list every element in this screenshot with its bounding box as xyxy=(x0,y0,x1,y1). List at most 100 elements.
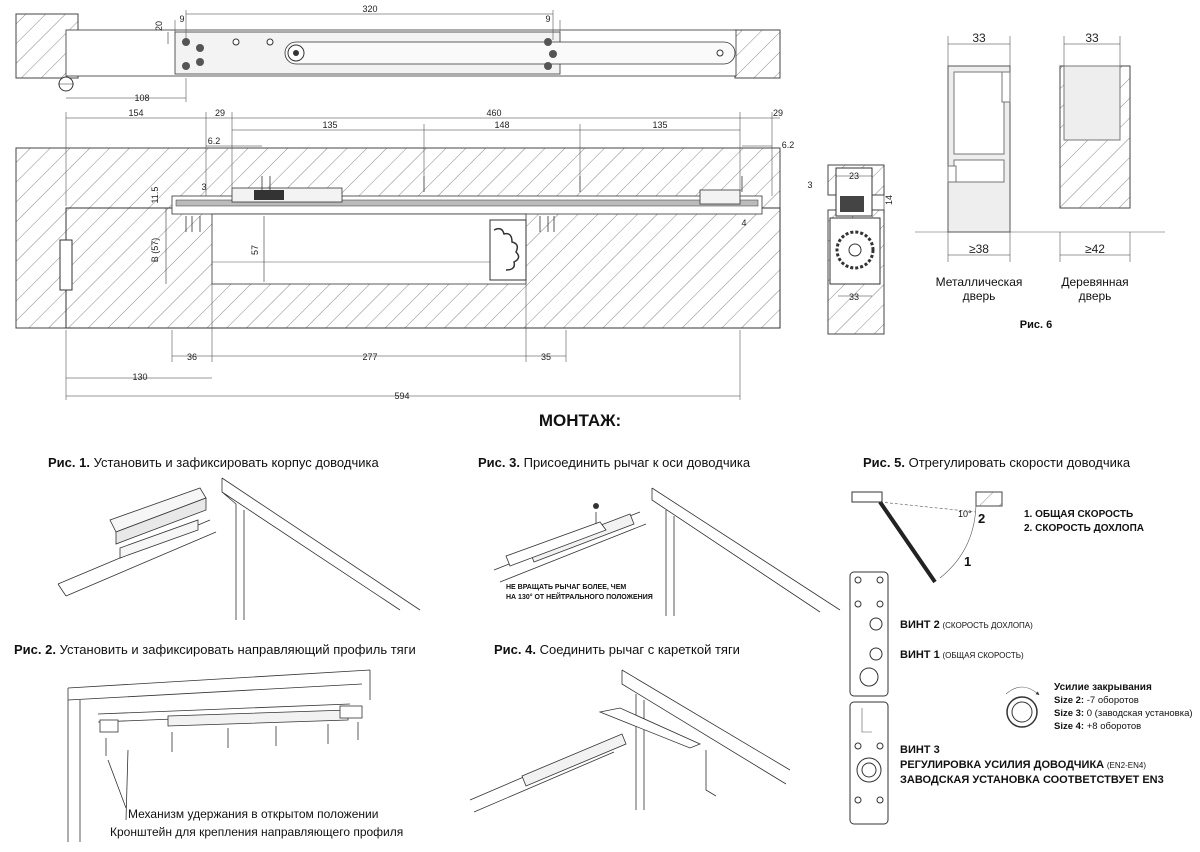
fig2-text: Установить и зафиксировать направляющий … xyxy=(60,642,416,657)
hinge xyxy=(59,239,73,291)
fig2: Рис. 2. Установить и зафиксировать напра… xyxy=(14,642,416,842)
dim-23: 23 xyxy=(849,171,859,181)
screw3-line2: ЗАВОДСКАЯ УСТАНОВКА СООТВЕТСТВУЕТ EN3 xyxy=(900,774,1164,786)
screw2-label: ВИНТ 2 xyxy=(900,619,940,631)
fig5-num: Рис. 5. xyxy=(863,455,905,470)
dim-594: 594 xyxy=(394,391,409,401)
svg-text:Рис. 2. Установить и зафиксиро: Рис. 2. Установить и зафиксировать напра… xyxy=(14,642,416,657)
top-plan-view: 320 9 9 20 108 xyxy=(15,4,781,103)
screw-2-icon xyxy=(869,617,883,631)
dim-9-right: 9 xyxy=(545,14,550,24)
fig3-warning-line1: НЕ ВРАЩАТЬ РЫЧАГ БОЛЕЕ, ЧЕМ xyxy=(506,584,626,591)
side-section-view: 23 14 33 xyxy=(827,164,894,335)
closer-valve-plate xyxy=(849,571,889,825)
svg-text:ВИНТ 1 (ОБЩАЯ СКОРОСТЬ): ВИНТ 1 (ОБЩАЯ СКОРОСТЬ) xyxy=(900,649,1024,661)
dim-108: 108 xyxy=(134,93,149,103)
dim-35: 35 xyxy=(541,352,551,362)
fig5-speed1-label: 1. ОБЩАЯ СКОРОСТЬ xyxy=(1024,509,1133,520)
screw2-note: (СКОРОСТЬ ДОХЛОПА) xyxy=(942,621,1033,630)
fig6-door-profiles: 33 ≥38 Металлическая дверь 33 ≥42 Деревя… xyxy=(915,31,1165,331)
fig6-label-wood-1: Деревянная xyxy=(1061,275,1128,289)
fig5: Рис. 5. Отрегулировать скорости доводчик… xyxy=(849,455,1193,825)
screw3-line1: РЕГУЛИРОВКА УСИЛИЯ ДОВОДЧИКА xyxy=(900,759,1104,771)
fig2-illustration xyxy=(67,669,371,842)
fig6-caption: Рис. 6 xyxy=(1020,319,1052,331)
size3-label: Size 3: xyxy=(1054,708,1084,719)
fig1-num: Рис. 1. xyxy=(48,455,90,470)
fig2-note-bracket: Кронштейн для крепления направляющего пр… xyxy=(110,825,403,839)
svg-text:ВИНТ 2 (СКОРОСТЬ ДОХЛОПА): ВИНТ 2 (СКОРОСТЬ ДОХЛОПА) xyxy=(900,619,1033,631)
svg-text:Рис. 5. Отрегулировать скорост: Рис. 5. Отрегулировать скорости доводчик… xyxy=(863,455,1131,470)
dim-20: 20 xyxy=(154,21,164,31)
fig5-text: Отрегулировать скорости доводчика xyxy=(909,455,1131,470)
mount-screws-top xyxy=(182,38,557,70)
fig5-mark-2: 2 xyxy=(978,511,985,526)
fig4-illustration xyxy=(469,669,791,813)
dim-148: 148 xyxy=(494,120,509,130)
main-elevation-view: 154 29 460 29 135 148 135 6.2 6.2 3 11.5… xyxy=(15,108,813,401)
dim-29-left: 29 xyxy=(215,108,225,118)
fig3-text: Присоединить рычаг к оси доводчика xyxy=(524,455,751,470)
screw3-label: ВИНТ 3 xyxy=(900,744,940,756)
fig5-angle: 10° xyxy=(958,509,972,519)
dim-135-right: 135 xyxy=(652,120,667,130)
fig3-illustration xyxy=(493,487,841,616)
dim-6-2-right: 6.2 xyxy=(782,140,795,150)
fig2-note-hold-open: Механизм удержания в открытом положении xyxy=(128,807,378,821)
fig4: Рис. 4. Соединить рычаг с кареткой тяги xyxy=(469,642,791,813)
fig6-label-wood-2: дверь xyxy=(1079,289,1112,303)
dim-277: 277 xyxy=(362,352,377,362)
screw1-note: (ОБЩАЯ СКОРОСТЬ) xyxy=(942,651,1024,660)
fig6-width-wood: 33 xyxy=(1085,31,1099,45)
dim-3-right: 3 xyxy=(807,180,812,190)
force-title: Усилие закрывания xyxy=(1054,682,1152,693)
dim-14: 14 xyxy=(884,195,894,205)
dim-154: 154 xyxy=(128,108,143,118)
force-adjust-icon xyxy=(1005,686,1040,728)
screw3-line1-note: (EN2-EN4) xyxy=(1107,761,1146,770)
size3-value: 0 (заводская установка) xyxy=(1087,708,1193,719)
fig3-warning-line2: НА 130° ОТ НЕЙТРАЛЬНОГО ПОЛОЖЕНИЯ xyxy=(506,592,653,601)
dim-460: 460 xyxy=(486,108,501,118)
svg-text:Size 3: 0 (заводская установка: Size 3: 0 (заводская установка) xyxy=(1054,708,1193,719)
screw1-label: ВИНТ 1 xyxy=(900,649,940,661)
fig4-text: Соединить рычаг с кареткой тяги xyxy=(540,642,740,657)
fig5-speed-diagram xyxy=(851,491,1003,584)
dim-29-right: 29 xyxy=(773,108,783,118)
dim-6-2-left: 6.2 xyxy=(208,136,221,146)
mount-title: МОНТАЖ: xyxy=(539,411,621,430)
svg-text:РЕГУЛИРОВКА УСИЛИЯ ДОВОДЧИКА (: РЕГУЛИРОВКА УСИЛИЯ ДОВОДЧИКА (EN2-EN4) xyxy=(900,759,1146,771)
frame-hatch-right xyxy=(734,29,781,79)
fig2-num: Рис. 2. xyxy=(14,642,56,657)
fig1-illustration xyxy=(57,477,421,620)
dim-4: 4 xyxy=(741,218,746,228)
fig6-width-metal: 33 xyxy=(972,31,986,45)
dim-36: 36 xyxy=(187,352,197,362)
fig6-label-metal-1: Металлическая xyxy=(936,275,1023,289)
dim-33-side: 33 xyxy=(849,292,859,302)
closer-body xyxy=(211,213,527,285)
fig5-speed2-label: 2. СКОРОСТЬ ДОХЛОПА xyxy=(1024,523,1144,534)
screw-1-icon xyxy=(869,647,883,661)
svg-text:Size 4: +8 оборотов: Size 4: +8 оборотов xyxy=(1054,721,1141,732)
dim-9-left: 9 xyxy=(179,14,184,24)
fig3: Рис. 3. Присоединить рычаг к оси доводчи… xyxy=(478,455,841,616)
fig4-num: Рис. 4. xyxy=(494,642,536,657)
dim-B57: B (57) xyxy=(150,238,160,263)
fig1-text: Установить и зафиксировать корпус доводч… xyxy=(94,455,380,470)
dim-11-5: 11.5 xyxy=(150,187,160,204)
fig1: Рис. 1. Установить и зафиксировать корпу… xyxy=(48,455,421,620)
dim-130: 130 xyxy=(132,372,147,382)
size4-value: +8 оборотов xyxy=(1087,721,1141,732)
size2-label: Size 2: xyxy=(1054,695,1084,706)
fig6-label-metal-2: дверь xyxy=(963,289,996,303)
svg-text:Рис. 1. Установить и зафиксиро: Рис. 1. Установить и зафиксировать корпу… xyxy=(48,455,379,470)
fig5-mark-1: 1 xyxy=(964,554,971,569)
size4-label: Size 4: xyxy=(1054,721,1084,732)
svg-text:Size 2: -7 оборотов: Size 2: -7 оборотов xyxy=(1054,695,1139,706)
svg-text:Рис. 4. Соединить рычаг с каре: Рис. 4. Соединить рычаг с кареткой тяги xyxy=(494,642,740,657)
wood-door-profile: 33 ≥42 Деревянная дверь xyxy=(1059,31,1131,303)
fig3-num: Рис. 3. xyxy=(478,455,520,470)
svg-text:Рис. 3. Присоединить рычаг к о: Рис. 3. Присоединить рычаг к оси доводчи… xyxy=(478,455,751,470)
